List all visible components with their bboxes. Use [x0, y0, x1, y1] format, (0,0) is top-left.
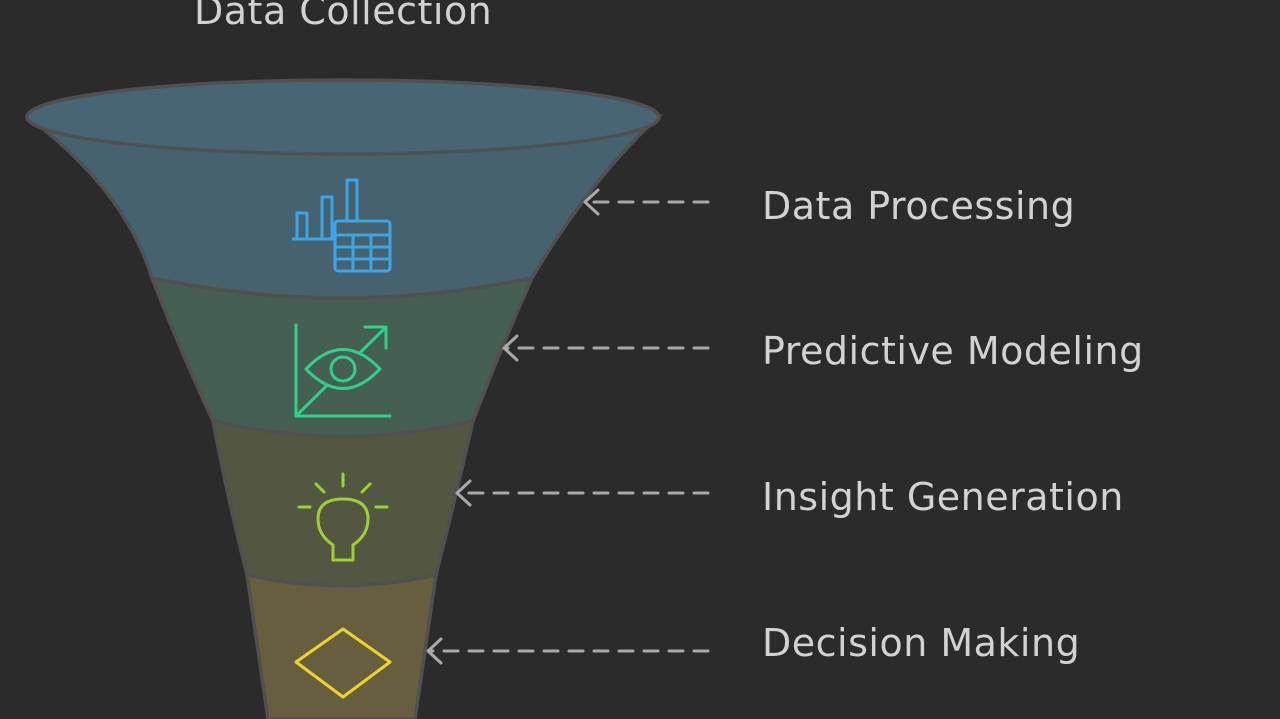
- funnel-rim: [25, 78, 661, 156]
- funnel-band-decision-making: [244, 572, 439, 719]
- diamond-icon: [294, 627, 392, 699]
- stage-label-data-processing: Data Processing: [762, 184, 1075, 228]
- funnel-band-insight-generation: [210, 418, 476, 588]
- diagram-title: Data Collection: [194, 0, 492, 33]
- lightbulb-icon: [297, 472, 389, 562]
- eye-chart-icon: [294, 323, 392, 418]
- arrow-data-processing: [583, 188, 710, 216]
- arrow-insight-generation: [455, 479, 710, 507]
- chart-table-icon: [292, 178, 392, 273]
- stage-label-insight-generation: Insight Generation: [762, 475, 1124, 519]
- stage-label-predictive-modeling: Predictive Modeling: [762, 329, 1144, 373]
- arrow-predictive-modeling: [502, 334, 710, 362]
- arrow-decision-making: [426, 637, 710, 665]
- stage-label-decision-making: Decision Making: [762, 621, 1080, 665]
- funnel-body: [25, 78, 664, 719]
